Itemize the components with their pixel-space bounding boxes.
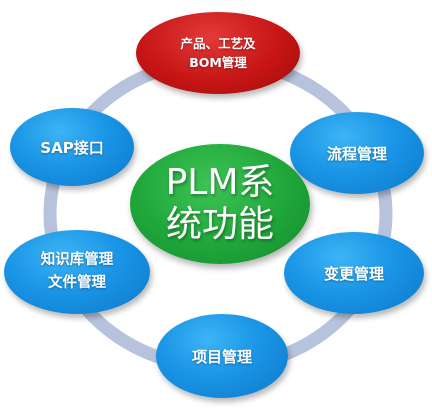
node-product-process-bom: 产品、工艺及 BOM管理 [136,12,300,94]
node-workflow-management: 流程管理 [290,112,424,194]
node-workflow-management-label: 流程管理 [326,144,387,163]
node-product-process-bom-label: 产品、工艺及 BOM管理 [180,36,256,70]
node-sap-interface: SAP接口 [10,108,134,186]
node-sap-interface-label: SAP接口 [40,138,104,157]
node-project-management-label: 项目管理 [191,347,252,366]
node-project-management: 项目管理 [156,314,288,398]
node-plm-system-functions-label: PLM系 统功能 [165,162,275,245]
node-knowledge-file-management: 知识库管理 文件管理 [4,230,150,314]
node-change-management-label: 变更管理 [323,264,384,283]
node-change-management: 变更管理 [284,232,424,314]
node-knowledge-file-management-label: 知识库管理 文件管理 [40,252,114,291]
node-plm-system-functions: PLM系 统功能 [130,144,310,264]
